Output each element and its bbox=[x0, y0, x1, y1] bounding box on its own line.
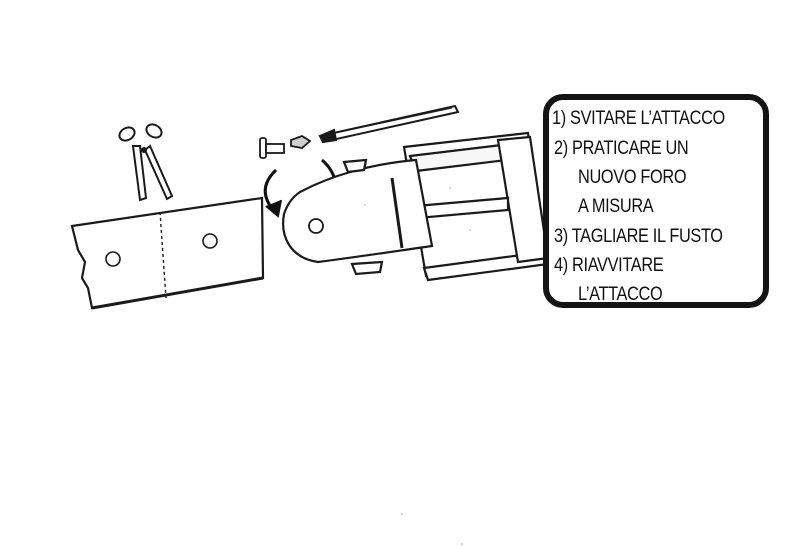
print-speckles bbox=[364, 187, 471, 545]
belt-buckle-icon bbox=[282, 131, 550, 282]
step-4-text-line-2: L’ATTACCO bbox=[578, 284, 663, 305]
step-2-text: 2) PRATICARE UN bbox=[554, 138, 689, 159]
attachment-hole bbox=[308, 218, 324, 234]
step-2-text-line-3: A MISURA bbox=[578, 196, 654, 217]
belt-strap-icon bbox=[70, 196, 265, 310]
step-1-text: 1) SVITARE L’ATTACCO bbox=[552, 108, 725, 129]
scissors-icon bbox=[118, 123, 174, 202]
screw-icon bbox=[259, 135, 312, 159]
instructions-box: 1) SVITARE L’ATTACCO 2) PRATICARE UN NUO… bbox=[543, 94, 769, 308]
punch-tool-icon bbox=[318, 104, 460, 144]
strap-hole bbox=[105, 251, 121, 267]
step-2-text-line-2: NUOVO FORO bbox=[578, 167, 687, 188]
cut-line bbox=[159, 211, 167, 299]
step-3-text: 3) TAGLIARE IL FUSTO bbox=[554, 226, 723, 247]
step-4-text: 4) RIAVVITARE bbox=[554, 255, 664, 276]
strap-hole bbox=[202, 233, 218, 249]
